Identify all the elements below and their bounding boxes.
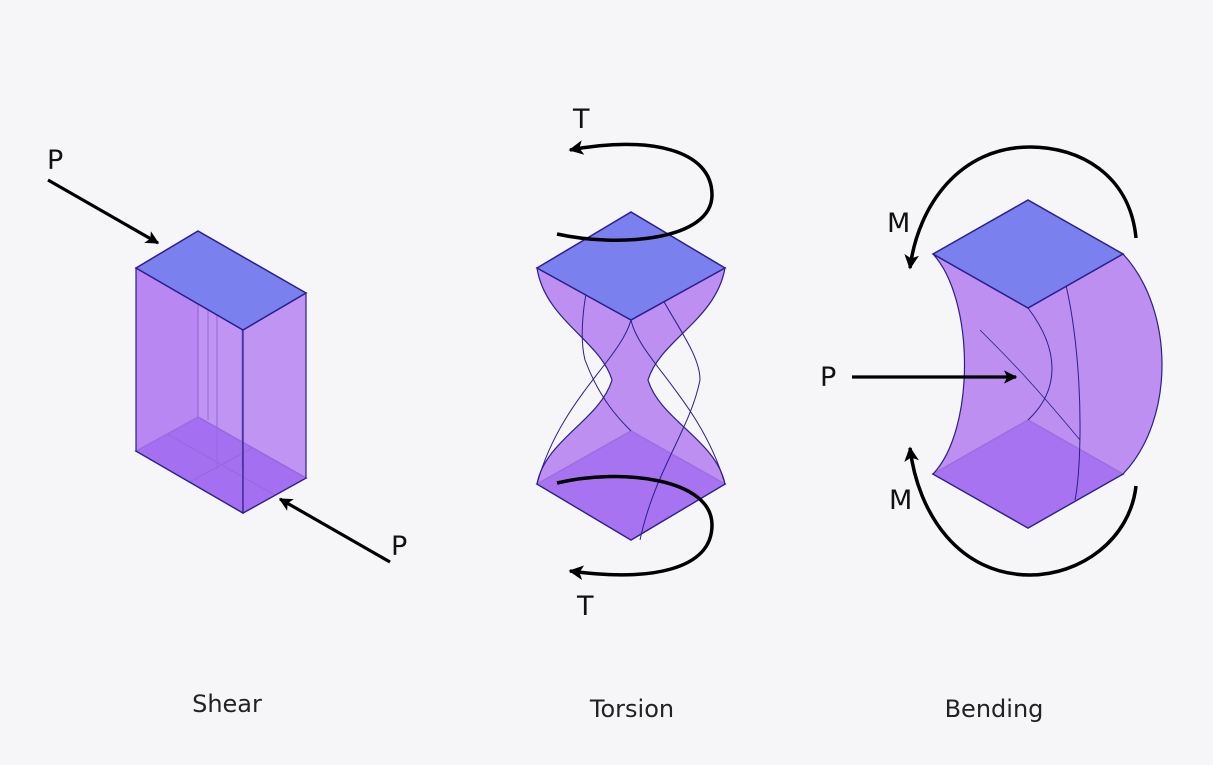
bending-load-label: P xyxy=(820,362,836,393)
bending-neutral-curve xyxy=(1027,307,1053,421)
torsion-top-torque-label: T xyxy=(572,104,590,135)
shear-panel: P P Shear xyxy=(47,145,407,718)
torsion-twist-line xyxy=(536,319,632,485)
shear-bottom-force-label: P xyxy=(391,531,407,562)
bending-neutral-curve xyxy=(979,329,1081,441)
torsion-twist-line xyxy=(630,319,726,485)
shear-caption: Shear xyxy=(192,690,262,718)
bending-top-moment-arrow xyxy=(904,145,1138,270)
torsion-top-face xyxy=(535,211,727,321)
bending-curved-body xyxy=(932,253,1163,529)
shear-bottom-force-arrow xyxy=(278,497,391,564)
shear-top-force-arrow xyxy=(47,178,160,245)
bending-bottom-moment-label: M xyxy=(889,485,912,516)
torsion-top-torque-arrow xyxy=(556,140,714,242)
torsion-block xyxy=(535,211,727,541)
torsion-panel: T T Torsion xyxy=(535,104,727,723)
bending-bottom-moment-arrow xyxy=(904,446,1138,577)
bending-top-moment-label: M xyxy=(887,208,910,239)
shear-front-right-face xyxy=(242,291,307,515)
bending-caption: Bending xyxy=(945,695,1044,723)
bending-top-face xyxy=(931,199,1125,309)
torsion-bottom-torque-label: T xyxy=(576,591,594,622)
shear-top-face xyxy=(134,230,308,331)
shear-block xyxy=(134,230,308,515)
bending-block xyxy=(931,199,1163,529)
torsion-caption: Torsion xyxy=(589,695,674,723)
torsion-bottom-torque-arrow xyxy=(556,474,714,581)
shear-top-force-label: P xyxy=(47,145,63,176)
bending-panel: M M P Bending xyxy=(820,145,1163,723)
